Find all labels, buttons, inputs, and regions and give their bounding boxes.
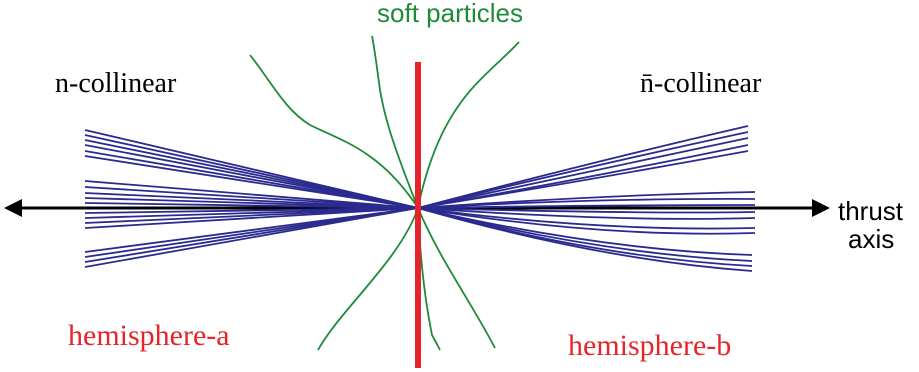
jet-track xyxy=(417,207,756,235)
jet-track xyxy=(84,180,419,209)
jet-track xyxy=(84,207,419,229)
nbar-collinear-label: n̄-collinear xyxy=(640,68,762,99)
soft-track xyxy=(417,41,520,209)
jet-track xyxy=(417,204,756,209)
soft-track xyxy=(249,54,419,209)
jet-track xyxy=(417,207,753,272)
jet-track xyxy=(84,155,419,209)
soft-particles-label: soft particles xyxy=(377,0,523,28)
jet-track xyxy=(417,150,749,209)
jet-track xyxy=(417,198,756,209)
jet-track xyxy=(84,207,419,268)
thrust-axis-right-arrowhead xyxy=(812,199,830,217)
jet-track xyxy=(417,207,753,262)
jet-nbar-collinear xyxy=(417,125,756,272)
n-collinear-label: n-collinear xyxy=(55,68,177,99)
soft-track xyxy=(317,207,419,351)
jet-track xyxy=(417,137,749,209)
soft-track xyxy=(417,207,496,349)
jet-track xyxy=(84,202,419,209)
jet-track xyxy=(417,207,756,220)
soft-track xyxy=(371,35,419,209)
thrust-axis-label-line1: thrust xyxy=(838,196,904,226)
thrust-axis-label-line2: axis xyxy=(848,224,894,254)
jet-track xyxy=(417,131,749,209)
jet-n-collinear xyxy=(84,129,419,268)
jet-track xyxy=(417,207,753,256)
jet-track xyxy=(417,207,756,214)
hemisphere-a-label: hemisphere-a xyxy=(68,319,230,352)
thrust-axis-left-arrowhead xyxy=(4,199,22,217)
jet-track xyxy=(417,207,756,230)
jet-track xyxy=(84,186,419,209)
jet-track xyxy=(84,144,419,209)
hemisphere-b-label: hemisphere-b xyxy=(568,329,731,362)
soft-track xyxy=(417,207,441,351)
